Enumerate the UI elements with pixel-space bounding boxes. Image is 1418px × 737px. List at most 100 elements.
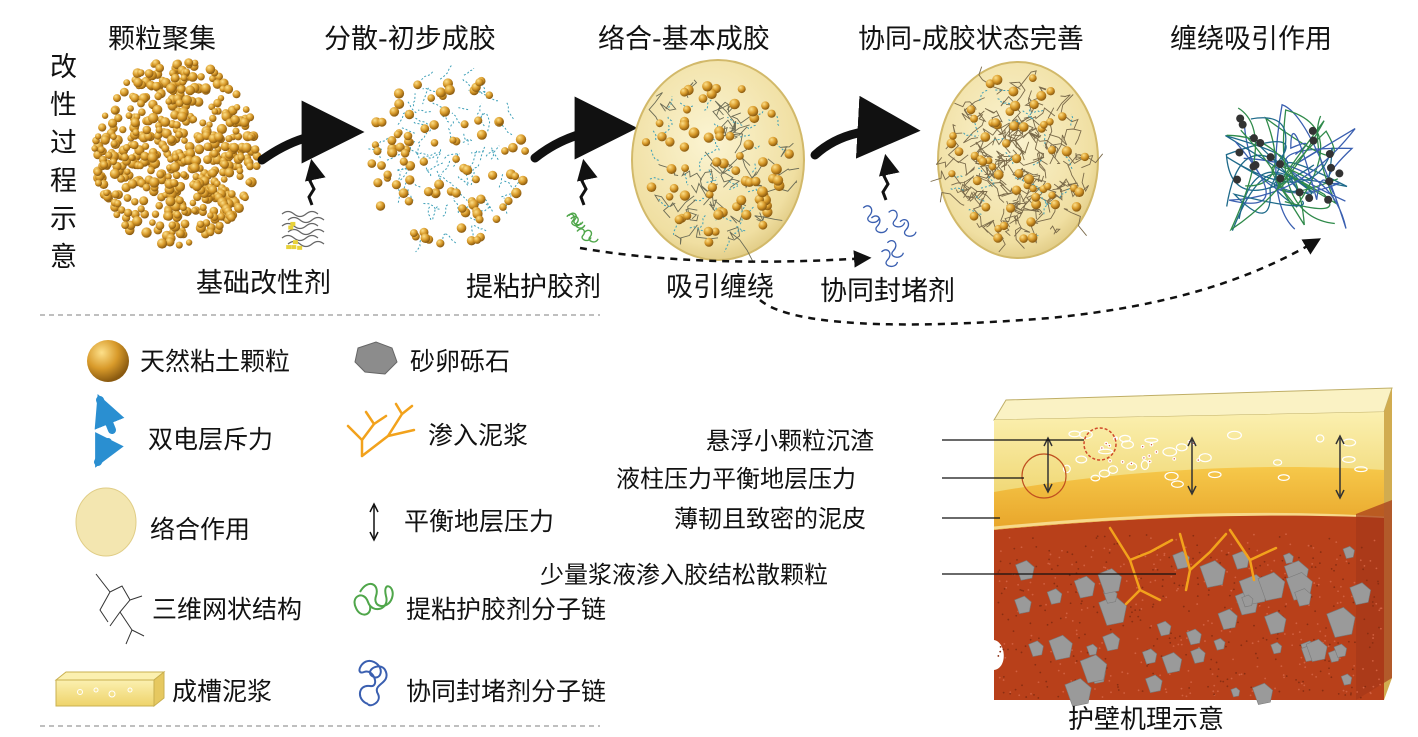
clay-particle [95, 133, 102, 140]
clay-particle [223, 84, 234, 94]
clay-particle [674, 215, 684, 225]
clay-particle [131, 198, 139, 206]
clay-particle [434, 179, 445, 190]
clay-particle [220, 160, 229, 169]
clay-particle [190, 115, 198, 123]
clay-particle [139, 196, 149, 206]
gravel [1264, 611, 1287, 635]
clay-particle [704, 237, 714, 247]
clay-particle [1023, 174, 1035, 185]
clay-particle [155, 201, 163, 210]
clay-particle [641, 138, 651, 147]
clay-particle [427, 94, 436, 102]
plugging-agent-icon [862, 205, 917, 268]
clay-particle [103, 189, 110, 197]
clay-particle [147, 166, 155, 175]
clay-particle [142, 142, 150, 150]
clay-particle [978, 157, 988, 166]
clay-particle [170, 110, 180, 120]
clay-particle [449, 136, 457, 144]
clay-particle [149, 177, 160, 188]
clay-particle [729, 98, 740, 110]
tackifier-icon [566, 212, 599, 243]
entangled-particle [1325, 150, 1334, 159]
gravel [1213, 638, 1226, 651]
clay-particle [1031, 199, 1042, 210]
clay-particle [137, 69, 145, 77]
side-label-char: 改 [50, 52, 77, 83]
clay-particle [121, 153, 129, 162]
clay-particle [191, 207, 198, 214]
clay-particle [1029, 99, 1039, 110]
gravel [1199, 560, 1226, 588]
process-arrow [530, 96, 638, 163]
clay-particle [703, 226, 714, 237]
clay-particle [242, 106, 250, 113]
entangled-particle [1233, 175, 1242, 184]
annotation-filter-cake: 薄韧且致密的泥皮 [674, 505, 866, 533]
clay-particle [183, 68, 191, 76]
clay-particle [1048, 191, 1056, 199]
clay-particle [95, 179, 102, 187]
clay-particle [172, 154, 180, 162]
legend-trench-mud: 成槽泥浆 [172, 677, 272, 706]
clay-particle [515, 134, 527, 145]
clay-particle [747, 105, 759, 117]
side-label-char: 过 [50, 128, 77, 159]
clay-particle [1047, 146, 1056, 155]
clay-particle [771, 163, 782, 175]
clay-particle [1046, 118, 1054, 126]
clay-particle [972, 176, 982, 186]
gravel [1252, 682, 1273, 705]
clay-particle [119, 87, 129, 97]
clay-particle [110, 158, 117, 166]
side-label-char: 程 [50, 166, 77, 197]
clay-particle [142, 183, 151, 192]
clay-particle [130, 118, 140, 128]
gravel [1156, 620, 1172, 637]
clay-particle [1012, 154, 1022, 164]
entangled-particle [1235, 148, 1244, 157]
clay-particle [108, 118, 118, 128]
clay-particle [460, 120, 469, 129]
clay-particle [371, 141, 379, 149]
clay-particle [137, 162, 144, 170]
clay-particle [706, 88, 717, 100]
clay-particle [154, 131, 162, 140]
clay-particle [203, 142, 213, 151]
clay-particle [209, 75, 217, 83]
clay-particle [761, 101, 770, 110]
clay-particle [142, 125, 152, 135]
clay-particle [132, 216, 143, 227]
gravel [1282, 552, 1294, 564]
clay-particle [954, 147, 964, 157]
clay-particle [1029, 185, 1037, 193]
clay-particle [993, 169, 1004, 180]
clay-particle [177, 85, 186, 94]
clay-particle [452, 155, 460, 163]
clay-particle [213, 180, 221, 188]
clay-particle [180, 219, 190, 229]
clay-particle [213, 98, 222, 108]
clay-particle [189, 199, 197, 207]
entangled-particle [1309, 136, 1318, 145]
entangled-particle [1249, 134, 1258, 143]
clay-particle [1074, 187, 1085, 197]
clay-particle [508, 142, 518, 153]
clay-particle [208, 168, 218, 178]
clay-particle [404, 109, 415, 120]
entangled-particle [1324, 195, 1333, 204]
clay-particle [154, 92, 163, 101]
agent-label-tackifier: 提粘护胶剂 [466, 272, 601, 303]
annotation-pressure-balance: 液柱压力平衡地层压力 [616, 465, 856, 493]
clay-particle [472, 175, 480, 184]
clay-particle [181, 137, 188, 144]
clay-particle [367, 159, 377, 168]
clay-particle [393, 130, 402, 139]
clay-particle [246, 162, 254, 171]
clay-particle [184, 155, 194, 165]
clay-particle [499, 203, 507, 211]
clay-particle [375, 201, 386, 211]
clay-particle [423, 187, 434, 197]
